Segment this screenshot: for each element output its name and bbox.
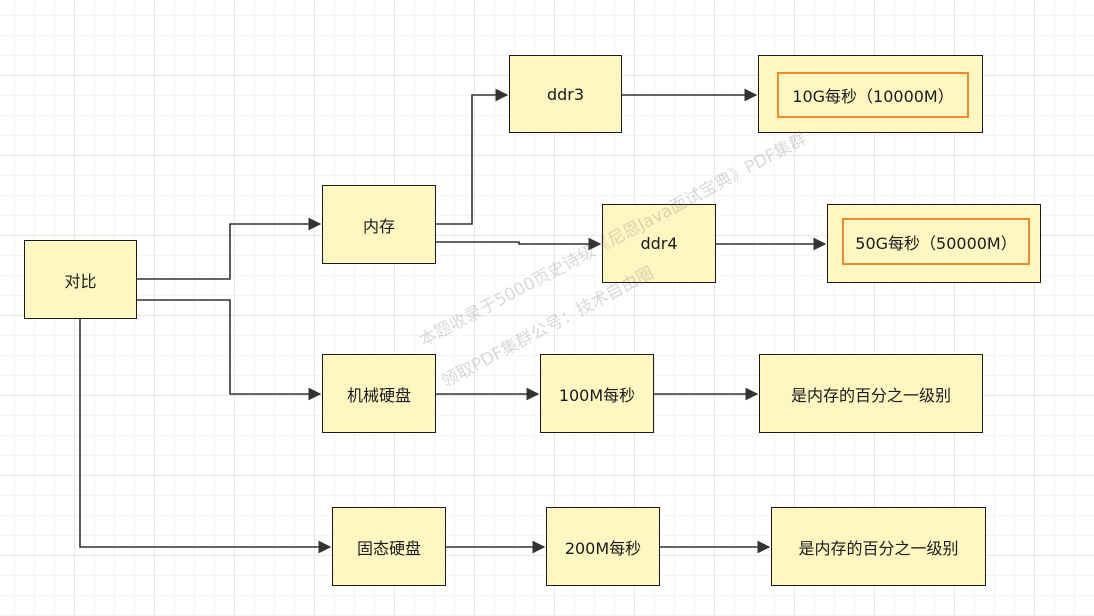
node-ssd-level[interactable]: 是内存的百分之一级别 [771,507,986,586]
node-ssd-speed[interactable]: 200M每秒 [546,507,660,586]
node-memory[interactable]: 内存 [322,185,436,264]
edge-compare-ssd [79,319,332,554]
node-compare[interactable]: 对比 [24,240,137,319]
edge-compare-hdd [137,299,322,401]
edge-memory-ddr3 [436,88,509,225]
node-ddr3-speed[interactable] [758,55,983,133]
edge-memory-ddr4 [436,237,602,251]
node-ddr4[interactable]: ddr4 [602,204,716,283]
node-ddr4-speed[interactable] [827,204,1041,283]
node-ssd[interactable]: 固态硬盘 [332,507,446,586]
node-hdd-speed[interactable]: 100M每秒 [540,354,654,433]
ddr4-speed-highlight: 50G每秒（50000M） [842,218,1030,265]
node-hdd-level[interactable]: 是内存的百分之一级别 [759,354,983,433]
node-ddr3[interactable]: ddr3 [509,55,622,133]
ddr3-speed-highlight: 10G每秒（10000M） [777,72,969,118]
edge-compare-memory [137,217,322,280]
node-hdd[interactable]: 机械硬盘 [322,354,436,433]
